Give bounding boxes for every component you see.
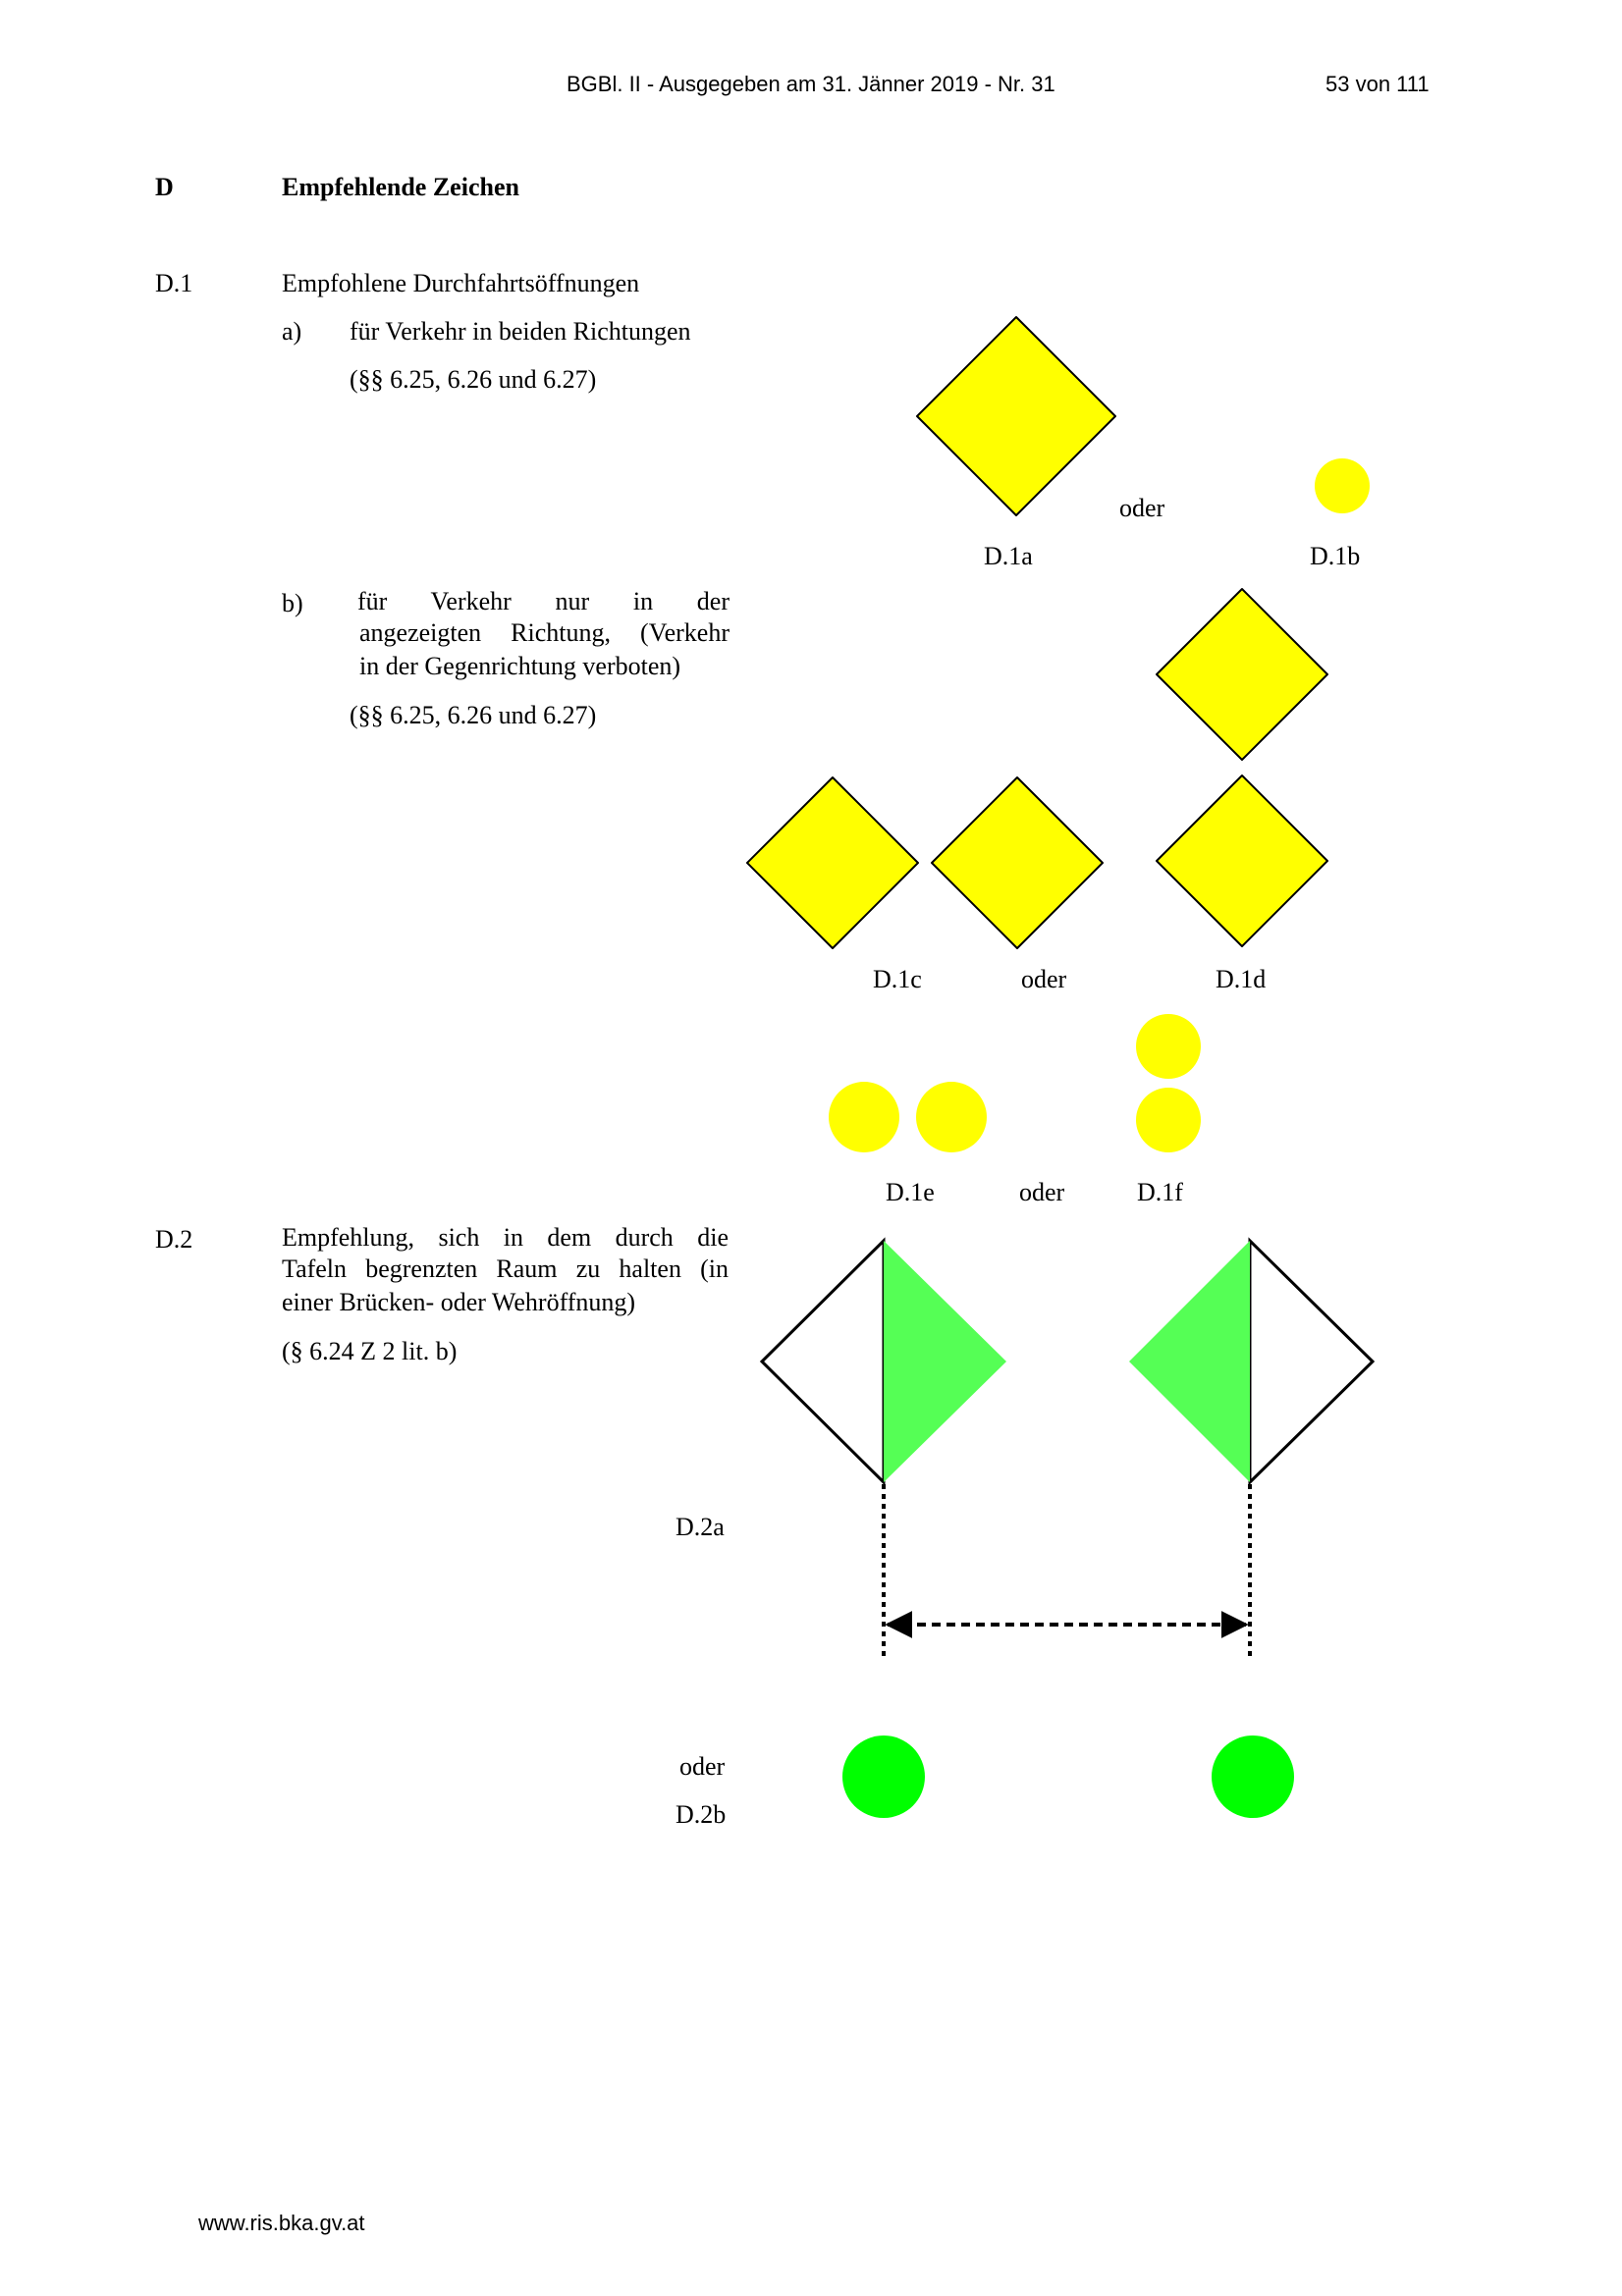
d1c-yellow-diamond-left [746,776,919,949]
page-number: 53 von 111 [1325,72,1430,96]
d1-number: D.1 [155,269,193,297]
label-d1c: D.1c [873,965,922,993]
label-oder-d1ef: oder [1019,1178,1065,1206]
label-oder-d1cd: oder [1021,965,1067,993]
d1-a-reference: (§§ 6.25, 6.26 und 6.27) [350,365,597,394]
d1-b-marker: b) [282,589,303,617]
d1a-yellow-diamond [916,316,1116,516]
d1b-yellow-light [1315,458,1370,513]
d1-a-text: für Verkehr in beiden Richtungen [350,317,691,346]
d1f-yellow-light-bottom [1136,1088,1201,1152]
label-d1d: D.1d [1216,965,1267,993]
d2a-left-board-green-half [884,1241,1006,1482]
label-d1a: D.1a [984,542,1033,570]
d2-line-3: einer Brücken- oder Wehröffnung) [282,1288,636,1316]
d2-number: D.2 [155,1225,193,1254]
d2a-right-board-white-half [1248,1237,1376,1486]
label-d2b: D.2b [676,1800,727,1829]
footer-url: www.ris.bka.gv.at [198,2211,365,2235]
label-d1e: D.1e [886,1178,935,1206]
d1-b-reference: (§§ 6.25, 6.26 und 6.27) [350,701,597,729]
d2a-left-board-white-half [759,1237,886,1486]
running-header-title: BGBl. II - Ausgegeben am 31. Jänner 2019… [567,72,1055,96]
label-d1b: D.1b [1310,542,1361,570]
d1f-yellow-light-top [1136,1014,1201,1079]
section-letter: D [155,173,174,201]
d1c-yellow-diamond-right [931,776,1104,949]
label-oder-d1: oder [1119,494,1165,522]
d1d-yellow-diamond-bottom [1156,774,1328,947]
d1-a-marker: a) [282,317,302,346]
label-d1f: D.1f [1137,1178,1183,1206]
d1-title: Empfohlene Durchfahrtsöffnungen [282,269,640,297]
label-oder-d2: oder [679,1752,726,1781]
d1e-yellow-light-right [916,1082,987,1152]
d2b-green-light-right [1212,1735,1294,1818]
section-title: Empfehlende Zeichen [282,173,519,201]
d1-b-line-3: in der Gegenrichtung verboten) [359,652,681,680]
d2-line-2: Tafeln begrenzten Raum zu halten (in [282,1255,729,1283]
d1-b-line-2: angezeigten Richtung, (Verkehr [359,618,730,647]
d2a-right-board-green-half [1129,1241,1250,1482]
d1d-yellow-diamond-top [1156,588,1328,761]
d2-reference: (§ 6.24 Z 2 lit. b) [282,1337,458,1365]
label-d2a: D.2a [676,1513,725,1541]
d1-b-line-1: für Verkehr nur in der [357,587,730,615]
d1e-yellow-light-left [829,1082,899,1152]
d2b-green-light-left [842,1735,925,1818]
d2-line-1: Empfehlung, sich in dem durch die [282,1223,729,1252]
